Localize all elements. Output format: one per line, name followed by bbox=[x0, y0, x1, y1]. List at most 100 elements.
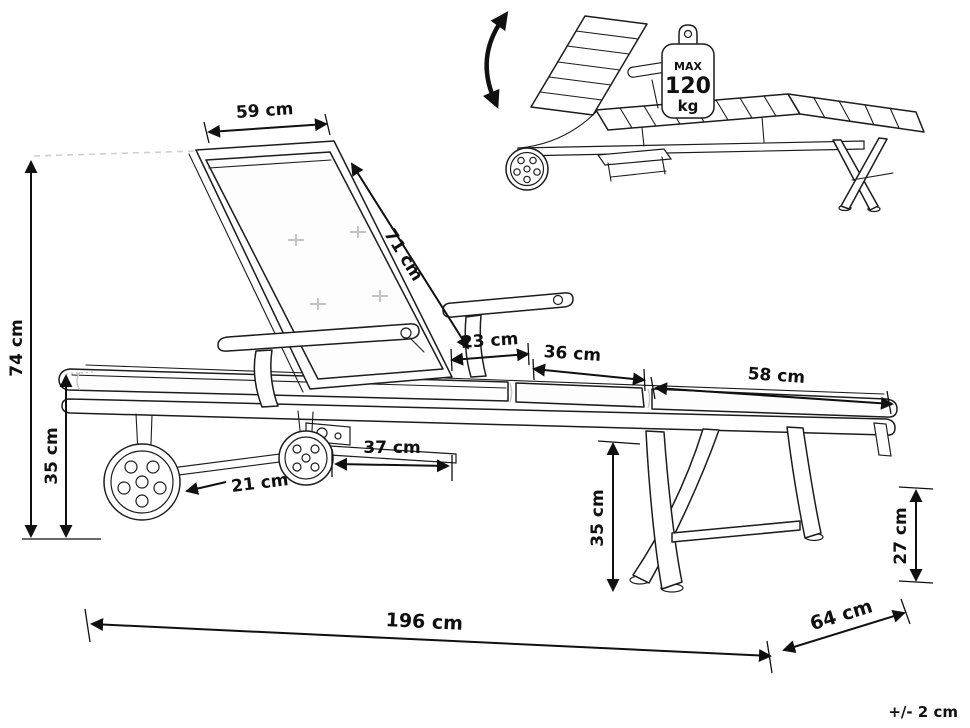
dimension-arrow bbox=[350, 162, 470, 350]
inset-wheel-hole bbox=[533, 168, 541, 176]
wheel-front-hole bbox=[146, 460, 160, 474]
inset-foot-panel bbox=[787, 93, 925, 133]
wheel-rear bbox=[278, 430, 334, 486]
wheel-rear-hole bbox=[310, 444, 320, 454]
wheel-front-hole bbox=[153, 481, 167, 495]
inset-table-legs bbox=[607, 156, 667, 182]
armrest-right-pivot bbox=[552, 294, 564, 306]
dim-wheel-size: 21 cm bbox=[185, 470, 290, 497]
dim-end-height: 27 cm bbox=[891, 486, 934, 584]
inset-legs bbox=[832, 137, 894, 213]
dim-end-section: 58 cm bbox=[650, 364, 894, 415]
dim-overall-length: 196 cm bbox=[84, 608, 773, 674]
inset-frame-rail bbox=[517, 140, 865, 157]
dim-seat-height-front: 35 cm bbox=[42, 374, 73, 538]
dimension-arrow bbox=[90, 618, 772, 662]
recline-arrow-icon bbox=[482, 11, 509, 109]
dim-underframe-width-label: 37 cm bbox=[363, 438, 420, 458]
armrest-left-support bbox=[253, 349, 279, 408]
inset-leg-stretcher bbox=[851, 172, 894, 181]
dim-backrest-width: 59 cm bbox=[203, 99, 331, 144]
hinge-bolt-small bbox=[334, 432, 342, 440]
inset-frame-links bbox=[641, 116, 765, 147]
inset-seat bbox=[595, 93, 925, 133]
inset-wheel-hole bbox=[529, 156, 537, 165]
wheel-rear-hole bbox=[292, 462, 302, 472]
cushion-seams bbox=[76, 371, 651, 409]
dim-overall-width: 64 cm bbox=[782, 595, 911, 653]
dimension-arrow bbox=[782, 610, 906, 653]
reference-dashed-line bbox=[33, 150, 197, 157]
dim-wheel-size-label: 21 cm bbox=[230, 470, 289, 497]
wheel-rear-hub bbox=[301, 453, 311, 463]
cushion-left-piping bbox=[71, 374, 507, 389]
inset-wheel-hole bbox=[523, 175, 531, 184]
dim-overall-height-label: 74 cm bbox=[7, 319, 27, 376]
backrest-piping bbox=[208, 159, 332, 169]
leg-cross-b bbox=[632, 428, 720, 584]
dimension-arrow bbox=[334, 457, 450, 473]
wheel-front bbox=[103, 443, 181, 521]
dim-seat-height-rear-label: 35 cm bbox=[588, 489, 608, 546]
tag-line3: kg bbox=[678, 97, 699, 115]
inset-side-table bbox=[596, 148, 673, 182]
dim-armrest-section-label: 23 cm bbox=[460, 329, 519, 353]
dimension-tick bbox=[331, 449, 453, 481]
cushion-middle bbox=[515, 382, 645, 408]
dim-overall-length-label: 196 cm bbox=[385, 609, 463, 635]
dimension-arrow bbox=[185, 481, 227, 495]
wheel-rear-hole bbox=[310, 462, 320, 472]
inset-backrest-slats bbox=[539, 30, 639, 101]
tag-body bbox=[661, 43, 715, 119]
dimension-tick bbox=[597, 440, 641, 445]
dimension-tick bbox=[900, 598, 911, 625]
armrest-right-bar bbox=[442, 292, 574, 318]
dim-middle-section-label: 36 cm bbox=[543, 342, 602, 366]
wheel-rear-hole bbox=[292, 444, 302, 454]
lounger-main-drawing bbox=[58, 140, 898, 593]
dimension-arrow bbox=[532, 363, 646, 386]
inset-foot-slats bbox=[813, 97, 900, 129]
rear-legs bbox=[629, 426, 824, 593]
tag-line2: 120 bbox=[665, 74, 711, 99]
dimension-tick bbox=[898, 486, 934, 584]
max-weight-tag: MAX 120 kg bbox=[661, 24, 715, 119]
inset-wheel-hole bbox=[517, 156, 525, 165]
dimension-arrow bbox=[207, 118, 328, 138]
dim-seat-height-rear: 35 cm bbox=[588, 440, 641, 592]
leg-stretcher bbox=[671, 520, 801, 543]
dim-end-height-label: 27 cm bbox=[891, 507, 911, 564]
tag-hole bbox=[683, 29, 693, 39]
wheel-forks bbox=[135, 410, 314, 473]
dim-end-section-label: 58 cm bbox=[747, 364, 806, 388]
leg-far-right bbox=[786, 426, 822, 539]
seat-cushions bbox=[58, 364, 898, 418]
inset-backrest bbox=[530, 15, 648, 116]
inset-wheel-hub bbox=[523, 165, 531, 173]
dim-underframe-width: 37 cm bbox=[331, 438, 453, 481]
dimension-arrow bbox=[450, 348, 530, 366]
dim-overall-width-label: 64 cm bbox=[807, 595, 875, 635]
dim-backrest-width-label: 59 cm bbox=[235, 99, 294, 123]
inset-frame-curve bbox=[519, 111, 597, 149]
inset-leg-b bbox=[840, 137, 888, 210]
inset-wheel bbox=[505, 147, 549, 191]
dim-overall-height: 74 cm bbox=[7, 160, 38, 538]
tag-line1: MAX bbox=[674, 60, 702, 73]
inset-wheel-hole bbox=[513, 168, 521, 176]
wheel-front-hole bbox=[124, 460, 138, 474]
frame bbox=[61, 398, 896, 480]
inset-table-top bbox=[596, 148, 673, 166]
backrest-side-rail bbox=[188, 153, 304, 393]
dim-armrest-section: 23 cm bbox=[450, 329, 530, 372]
armrest-left-pivot bbox=[400, 327, 412, 339]
dim-middle-section: 36 cm bbox=[532, 342, 646, 392]
dimension-arrow bbox=[654, 382, 894, 410]
tolerance-note: +/- 2 cm bbox=[888, 703, 958, 721]
dim-seat-height-front-label: 35 cm bbox=[42, 427, 62, 484]
wheel-front-hub bbox=[135, 475, 149, 489]
wheel-front-hole bbox=[135, 494, 149, 508]
leg-cross-a bbox=[645, 430, 683, 590]
